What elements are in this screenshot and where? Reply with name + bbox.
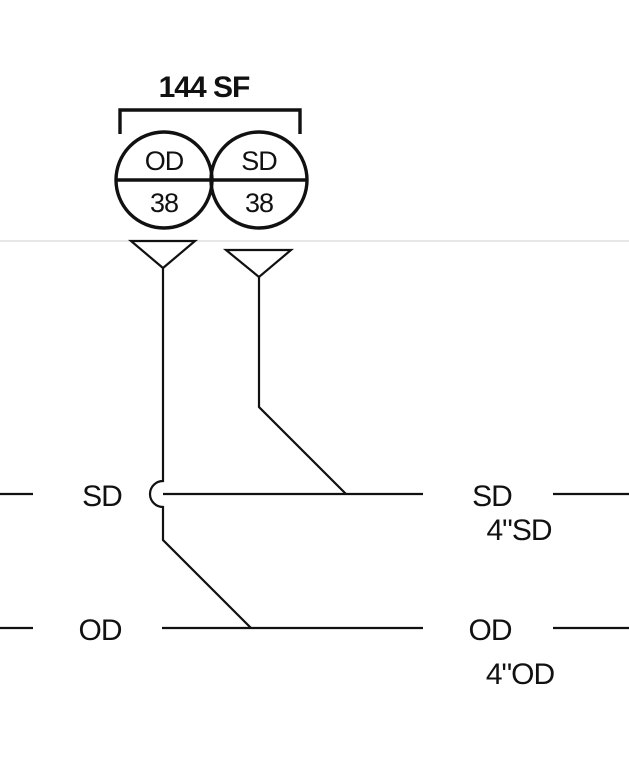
od-leader-pipe [148, 268, 252, 629]
drain-size-label: 38 [150, 188, 178, 218]
drain-body-triangle-sd [222, 248, 295, 279]
drain-symbol-sd: SD 38 [209, 130, 309, 230]
sd-leader-pipe [257, 277, 347, 495]
od-pipe-size-label: 4"OD [486, 658, 555, 691]
od-line-label-left: OD [79, 614, 122, 647]
drain-body-triangle-od [127, 239, 199, 270]
drain-symbol-od: OD 38 [114, 130, 214, 230]
sd-line-label-left: SD [82, 480, 122, 513]
sd-pipe-size-label: 4"SD [486, 514, 551, 547]
area-title: 144 SF [159, 71, 250, 104]
sd-line-label-right: SD [472, 480, 512, 513]
grouping-bracket [118, 108, 302, 134]
drain-type-label: OD [145, 146, 184, 176]
drain-size-label: 38 [245, 188, 273, 218]
drain-type-label: SD [241, 146, 277, 176]
od-line-label-right: OD [469, 614, 512, 647]
